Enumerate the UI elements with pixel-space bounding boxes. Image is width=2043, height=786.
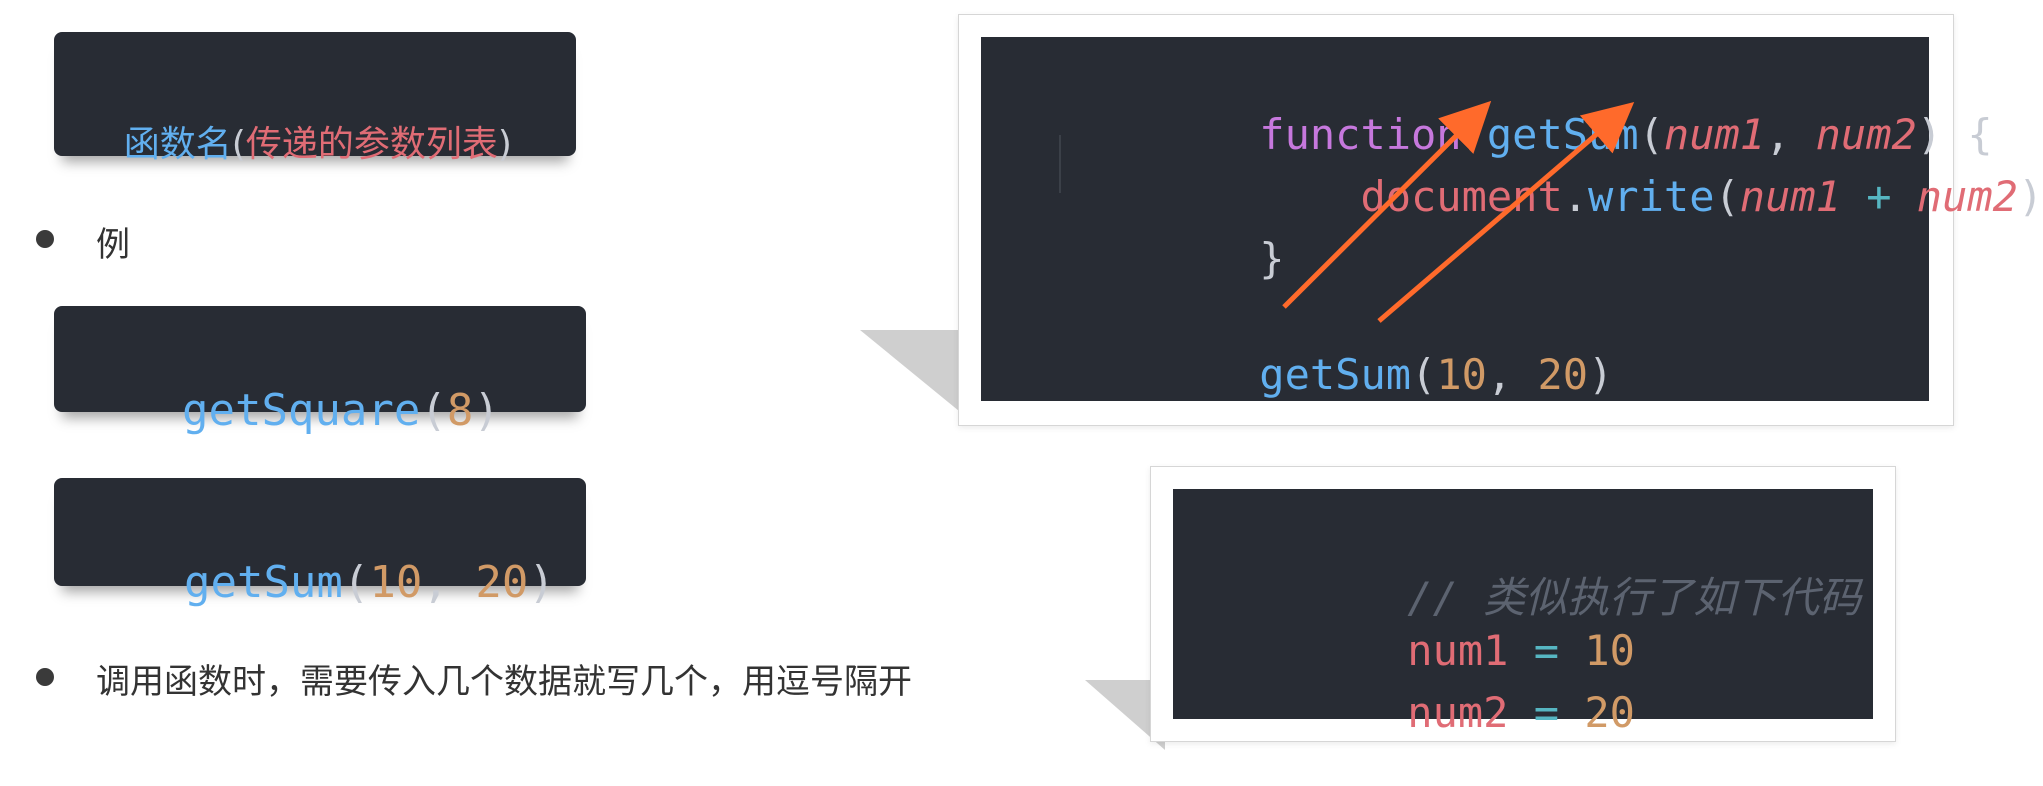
code-line-5: getSum(10, 20) [1057, 301, 1613, 448]
syntax-code-box: 函数名(传递的参数列表) [54, 32, 576, 165]
value-20: 20 [1584, 688, 1635, 737]
plus-operator: + [1840, 172, 1917, 221]
call-arg-10: 10 [1436, 350, 1487, 399]
panel-shadow [860, 330, 970, 420]
call-arg-20: 20 [1537, 350, 1589, 399]
assign-line-2: num2 = 20 [1205, 639, 1635, 786]
open-paren: ( [1638, 110, 1664, 159]
example-getsquare-box: getSquare(8) [54, 306, 586, 436]
close-brace: } [1259, 234, 1285, 283]
syntax-line: 函数名(传递的参数列表) [78, 74, 512, 208]
bullet-dot [36, 230, 54, 248]
close-paren: ) [2017, 172, 2043, 221]
assign-comment: // 类似执行了如下代码 [1205, 515, 1861, 674]
panel-shadow [1085, 680, 1165, 750]
comma: , [1765, 110, 1816, 159]
example-getsquare-line: getSquare(8) [76, 334, 500, 487]
arg-num1: num1 [1739, 172, 1841, 221]
syntax-func-name: 函数名 [123, 124, 232, 165]
code-line-1: function getSum(num1, num2) { [1057, 61, 1993, 208]
arg-value: 20 [475, 557, 529, 608]
syntax-open-paren: ( [231, 124, 246, 165]
example-getsum-box: getSum(10, 20) [54, 478, 586, 608]
param-num1: num1 [1663, 110, 1766, 159]
var-num1: num1 [1407, 626, 1509, 675]
code-panel: function getSum(num1, num2) { document.w… [981, 37, 2043, 401]
param-num2: num2 [1815, 110, 1917, 159]
close-paren: ) [1588, 350, 1614, 399]
syntax-close-paren: ) [497, 124, 512, 165]
call-fn-name: getSum [1259, 350, 1412, 399]
arrow-10-to-num1 [1282, 100, 1492, 309]
arg-value: 10 [369, 557, 423, 608]
equals: = [1508, 626, 1585, 675]
equals: = [1508, 688, 1585, 737]
open-paren: ( [342, 557, 370, 608]
assign-panel-frame: // 类似执行了如下代码 num1 = 10 num2 = 20 [1150, 466, 1896, 742]
code-line-3: } [1057, 185, 1285, 332]
open-paren: ( [1411, 350, 1437, 399]
assign-line-1: num1 = 10 [1205, 577, 1635, 724]
example-getsum-line: getSum(10, 20) [78, 506, 555, 659]
code-content: function getSum(num1, num2) { document.w… [1057, 61, 2043, 399]
comment-text: // 类似执行了如下代码 [1407, 573, 1862, 622]
open-paren: ( [420, 385, 447, 436]
fn-name: getSum [183, 557, 343, 608]
close-paren: ) [473, 385, 500, 436]
method-write: write [1588, 172, 1715, 221]
value-10: 10 [1584, 626, 1635, 675]
arg-value: 8 [446, 385, 474, 436]
code-line-2: document.write(num1 + num2) [1057, 123, 2043, 270]
dot: . [1562, 172, 1589, 221]
bullet-dot [36, 668, 54, 686]
arrow-20-to-num2 [1377, 101, 1635, 323]
indent-guide [1059, 135, 1061, 193]
fn-name: getSquare [181, 385, 421, 436]
arg-separator: , [422, 557, 476, 608]
var-num2: num2 [1407, 688, 1509, 737]
close-paren-brace: ) { [1916, 110, 1993, 159]
close-paren: ) [528, 557, 555, 608]
assign-content: // 类似执行了如下代码 num1 = 10 num2 = 20 [1205, 515, 1861, 737]
bullet-example-label: 例 [96, 225, 130, 265]
code-panel-frame: function getSum(num1, num2) { document.w… [958, 14, 2043, 426]
comma: , [1486, 350, 1538, 399]
arg-num2: num2 [1916, 172, 2018, 221]
syntax-params: 传递的参数列表 [245, 124, 498, 165]
assign-panel: // 类似执行了如下代码 num1 = 10 num2 = 20 [1173, 489, 1873, 737]
open-paren: ( [1714, 172, 1740, 221]
param-arrows [1282, 100, 1635, 323]
keyword-function: function [1259, 110, 1462, 159]
bullet-note-text: 调用函数时，需要传入几个数据就写几个，用逗号隔开 [96, 662, 912, 702]
